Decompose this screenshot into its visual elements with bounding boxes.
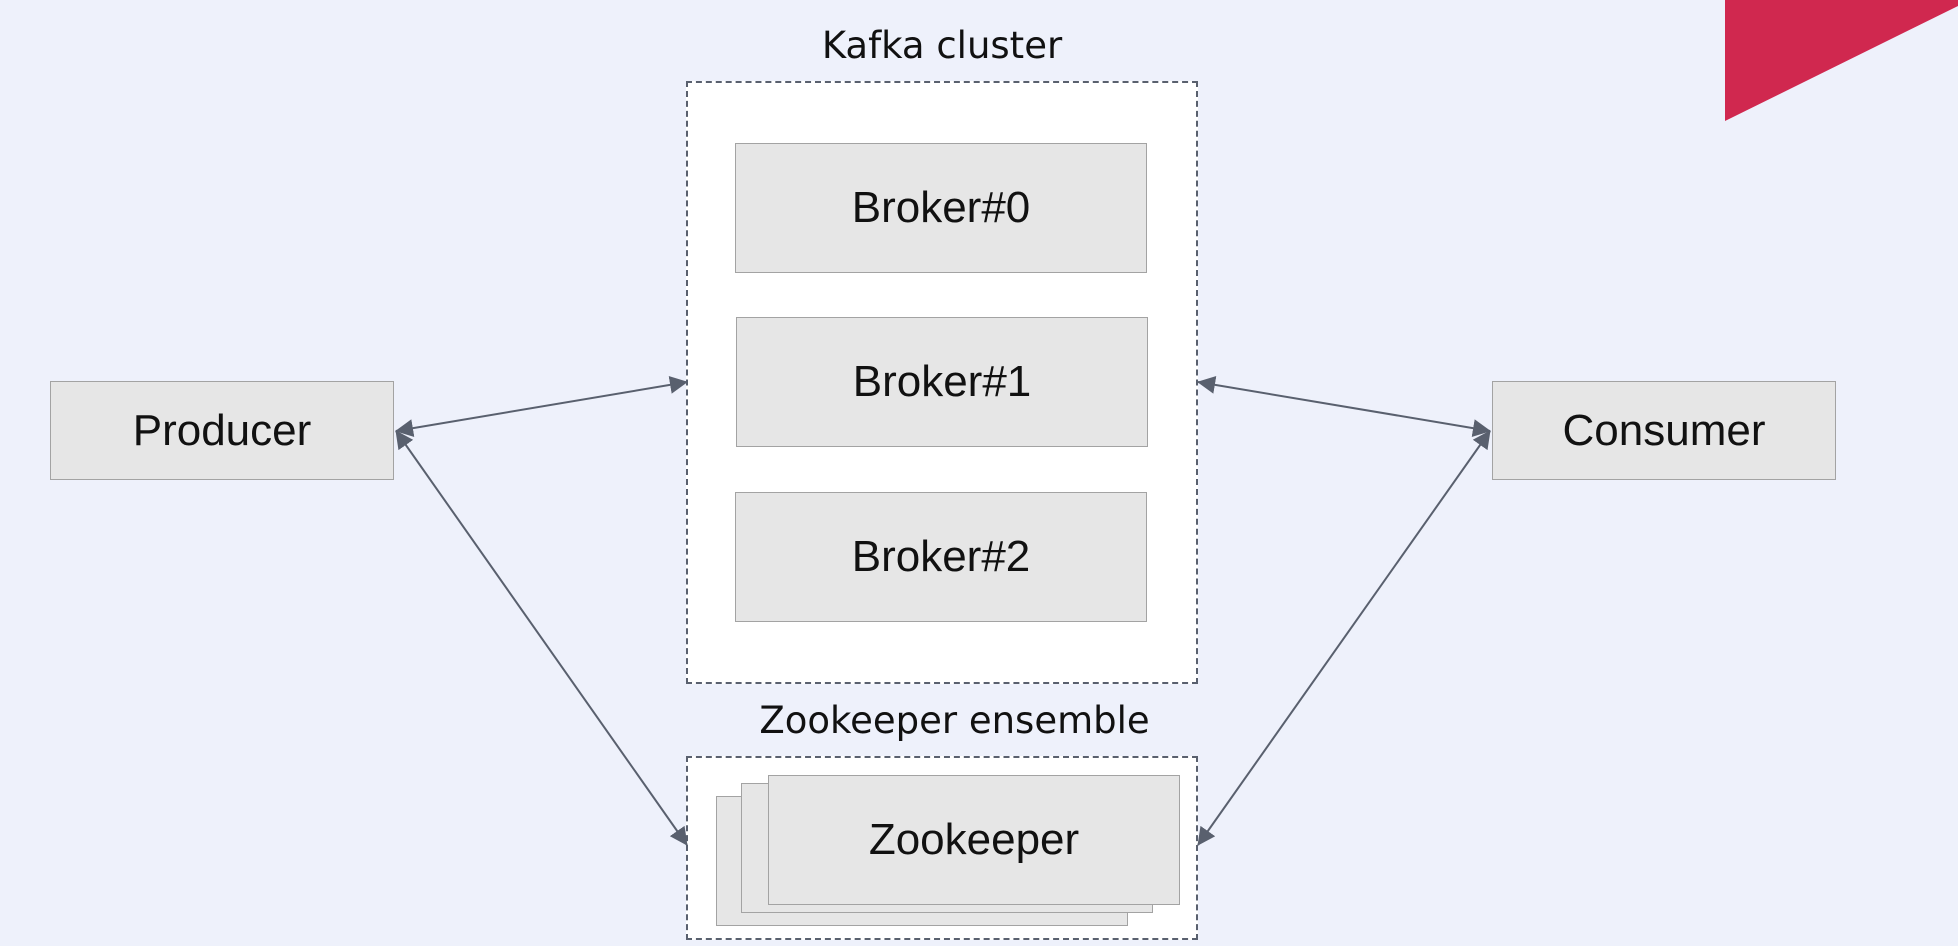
zookeeper-node[interactable]: Zookeeper xyxy=(768,775,1180,905)
producer-zookeeper-arrow xyxy=(395,430,688,846)
kafka-cluster-label: Kafka cluster xyxy=(821,24,1063,67)
broker-0[interactable]: Broker#0 xyxy=(735,143,1147,273)
producer-cluster-arrow xyxy=(395,375,688,438)
consumer-node[interactable]: Consumer xyxy=(1492,381,1836,480)
cluster-consumer-arrow xyxy=(1197,375,1491,438)
producer-node[interactable]: Producer xyxy=(50,381,394,480)
zookeeper-ensemble-label: Zookeeper ensemble xyxy=(759,699,1150,742)
broker-1[interactable]: Broker#1 xyxy=(736,317,1148,447)
consumer-zookeeper-arrow xyxy=(1197,430,1491,846)
broker-2[interactable]: Broker#2 xyxy=(735,492,1147,622)
corner-triangle xyxy=(1725,0,1958,121)
